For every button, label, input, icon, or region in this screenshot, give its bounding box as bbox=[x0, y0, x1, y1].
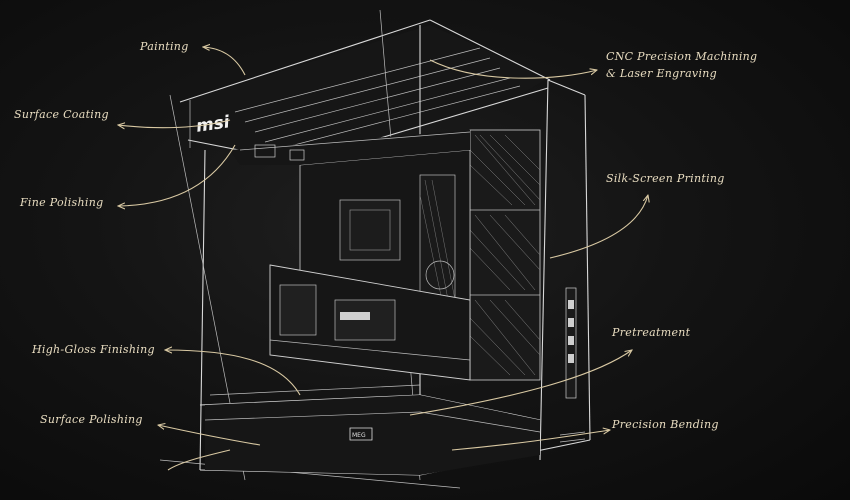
callout-surface-polishing: Surface Polishing bbox=[40, 413, 143, 426]
callout-silk-screen-printing: Silk-Screen Printing bbox=[606, 172, 725, 185]
graphics-card bbox=[269, 264, 471, 381]
psu-shroud bbox=[204, 384, 541, 475]
callout-fine-polishing: Fine Polishing bbox=[20, 196, 104, 209]
svg-text:MEG: MEG bbox=[352, 432, 366, 439]
callout-cnc-line2: & Laser Engraving bbox=[606, 67, 717, 80]
callout-arrows bbox=[118, 47, 648, 471]
meg-badge: MEG bbox=[349, 427, 373, 441]
callout-surface-coating: Surface Coating bbox=[14, 108, 109, 121]
callout-painting: Painting bbox=[140, 40, 189, 53]
callout-pretreatment: Pretreatment bbox=[612, 326, 691, 339]
cable-routing bbox=[230, 130, 471, 165]
callout-cnc-machining: CNC Precision Machining & Laser Engravin… bbox=[606, 48, 757, 82]
radiator-fans bbox=[469, 129, 541, 381]
callout-precision-bending: Precision Bending bbox=[612, 418, 719, 431]
msi-logo: msi bbox=[195, 112, 232, 137]
case-top-panel bbox=[179, 19, 551, 163]
callout-cnc-line1: CNC Precision Machining bbox=[606, 50, 758, 63]
front-io-strip bbox=[559, 287, 586, 443]
callout-high-gloss-finishing: High-Gloss Finishing bbox=[32, 343, 155, 356]
